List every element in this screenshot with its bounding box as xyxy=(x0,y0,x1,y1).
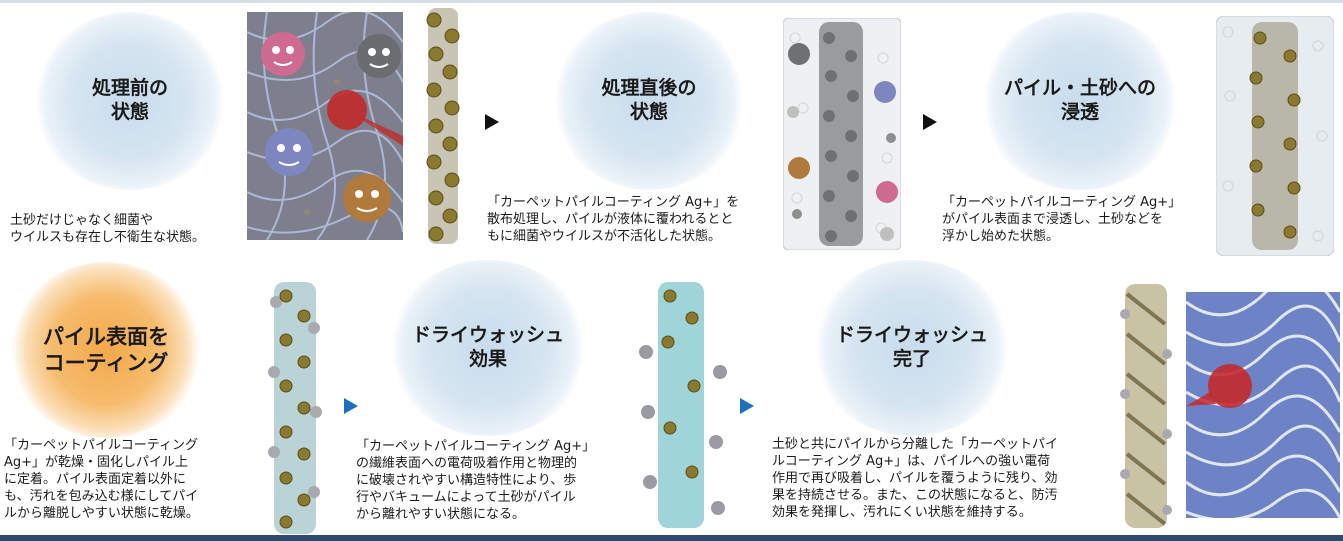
step-4-title-line2: コーティング xyxy=(43,351,169,375)
germ-purple-icon xyxy=(265,128,313,176)
germ-pink-icon xyxy=(261,32,305,76)
step-6-title: ドライウォッシュ 完了 xyxy=(812,260,1012,436)
step-3-title-line1: パイル・土砂への xyxy=(1003,77,1156,100)
step-5-title-line1: ドライウォッシュ xyxy=(411,324,564,347)
step-6-caption: 土砂と共にパイルから分離した「カーペットパイ ルコーティング Ag+」は、パイル… xyxy=(772,437,1059,520)
step-1-caption: 土砂だけじゃなく細菌や ウイルスも存在し不衛生な状態。 xyxy=(10,213,206,245)
step-5-title-line2: 効果 xyxy=(468,348,507,370)
step-3-title-line2: 浸透 xyxy=(1060,101,1099,123)
step-4-title-line1: パイル表面を xyxy=(43,324,169,349)
step-4-caption: 「カーペットパイルコーティング Ag+」が乾燥・固化しパイル上 に定着。パイル表… xyxy=(4,438,199,521)
inactive-germ-gray-icon xyxy=(788,43,810,65)
pile-dry-wash xyxy=(639,282,727,528)
inactive-germ-brown-icon xyxy=(788,157,810,179)
inactive-germ-pink-icon xyxy=(876,181,898,203)
step-3-caption: 「カーペットパイルコーティング Ag+」 がパイル表面まで浸透し、土砂などを 浮… xyxy=(942,195,1182,244)
step-3-title: パイル・土砂への 浸透 xyxy=(980,12,1180,190)
arrow-4-icon xyxy=(740,398,754,414)
germ-gray-icon xyxy=(357,34,401,78)
step-2-caption: 「カーペットパイルコーティング Ag+」を 散布処理し、パイルが液体に覆われると… xyxy=(487,195,740,244)
arrow-3-icon xyxy=(344,398,358,414)
pile-penetrated xyxy=(1216,16,1334,256)
step-2-title-line1: 処理直後の xyxy=(601,77,697,100)
step-5-title: ドライウォッシュ 効果 xyxy=(388,260,588,436)
step-5-caption: 「カーペットパイルコーティング Ag+」 の繊維表面への電荷吸着作用と物理的 に… xyxy=(356,439,596,522)
pile-covered-liquid xyxy=(783,18,901,250)
step-4-title: パイル表面を コーティング xyxy=(10,262,202,438)
step-2-title: 処理直後の 状態 xyxy=(553,12,745,190)
clean-carpet-photo xyxy=(1186,292,1340,518)
step-1-title: 処理前の 状態 xyxy=(34,12,226,190)
step-6-title-line1: ドライウォッシュ xyxy=(835,324,988,347)
bottom-bar xyxy=(0,535,1343,541)
pile-coated xyxy=(268,282,322,534)
step-1-title-line2: 状態 xyxy=(110,101,149,123)
pile-final xyxy=(1120,284,1172,528)
step-2-title-line2: 状態 xyxy=(629,101,668,123)
zoom-marker-icon xyxy=(1208,364,1252,408)
dirty-carpet-photo xyxy=(247,12,403,240)
step-6-title-line2: 完了 xyxy=(892,348,931,370)
arrow-2-icon xyxy=(923,114,937,130)
step-1-title-line1: 処理前の xyxy=(91,77,168,100)
top-rule xyxy=(0,0,1343,3)
germ-brown-icon xyxy=(343,174,391,222)
arrow-1-icon xyxy=(485,114,499,130)
pile-strand-dirty xyxy=(426,8,460,244)
inactive-germ-purple-icon xyxy=(874,81,896,103)
